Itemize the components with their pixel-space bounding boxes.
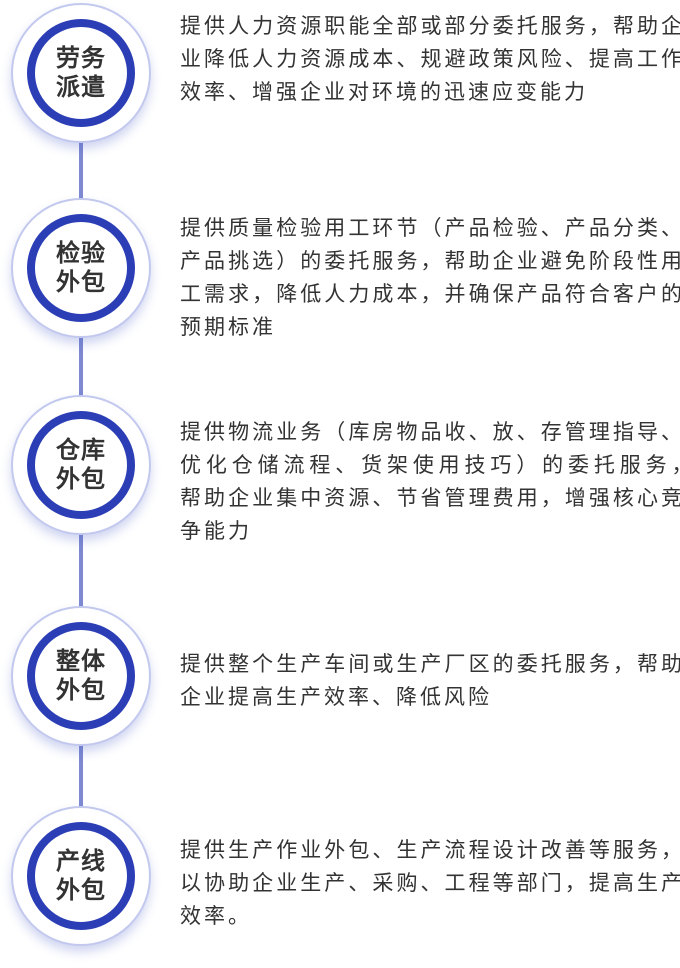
service-description: 提供人力资源职能全部或部分委托服务，帮助企业降低人力资源成本、规避政策风险、提高… [180, 14, 680, 104]
service-title: 劳务派遣 [56, 44, 106, 101]
service-badge: 整体外包 [11, 606, 151, 746]
service-title: 产线外包 [56, 847, 106, 904]
service-description: 提供生产作业外包、生产流程设计改善等服务，以协助企业生产、采购、工程等部门，提高… [180, 838, 680, 928]
service-description: 提供质量检验用工环节（产品检验、产品分类、产品挑选）的委托服务，帮助企业避免阶段… [180, 216, 680, 339]
service-badge: 产线外包 [11, 806, 151, 946]
service-badge: 检验外包 [11, 198, 151, 338]
service-description: 提供物流业务（库房物品收、放、存管理指导、优化仓储流程、货架使用技巧）的委托服务… [180, 420, 680, 543]
service-title: 检验外包 [56, 239, 106, 296]
service-title: 整体外包 [56, 647, 106, 704]
service-description: 提供整个生产车间或生产厂区的委托服务，帮助企业提高生产效率、降低风险 [180, 652, 680, 709]
service-title: 仓库外包 [56, 436, 106, 493]
service-badge: 仓库外包 [11, 395, 151, 535]
service-badge: 劳务派遣 [11, 3, 151, 143]
